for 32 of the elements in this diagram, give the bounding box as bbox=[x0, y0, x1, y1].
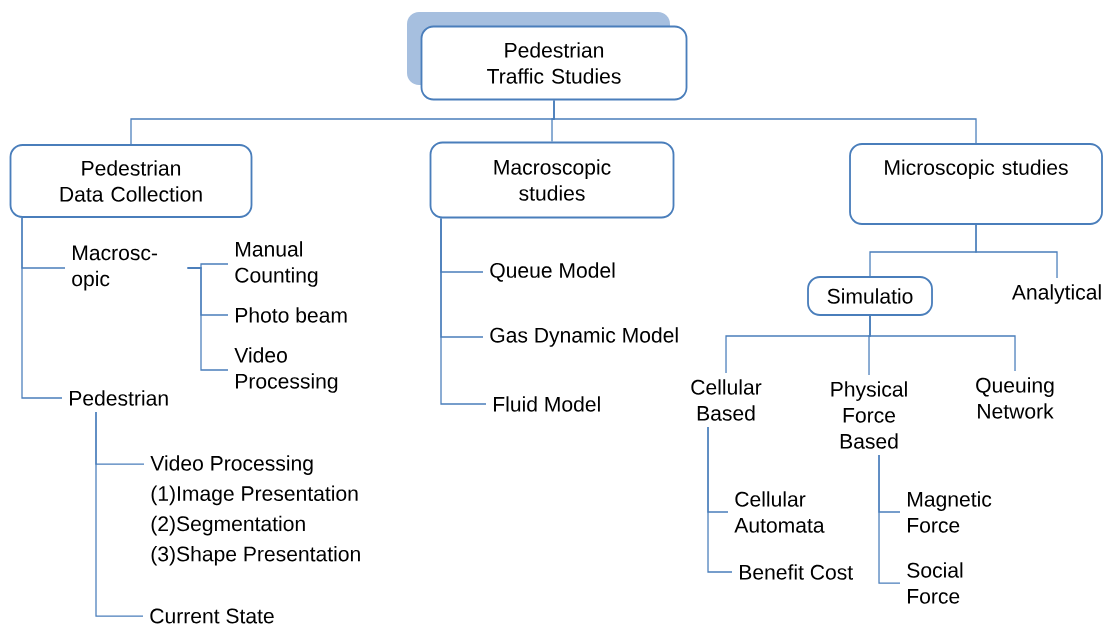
connector-line bbox=[975, 224, 1058, 279]
tree-label: Physical Force Based bbox=[831, 381, 907, 449]
tree-label: Macrosc- opic bbox=[72, 245, 158, 291]
category-box: Microscopic studies bbox=[849, 143, 1103, 225]
connector-line bbox=[553, 99, 977, 144]
tree-label: Fluid Model bbox=[494, 396, 600, 412]
connector-line bbox=[21, 217, 63, 399]
tree-label: Benefit Cost bbox=[740, 564, 853, 580]
tree-label: Pedestrian bbox=[70, 390, 168, 406]
connector-line bbox=[95, 411, 144, 617]
tree-label: Video Processing bbox=[234, 347, 338, 393]
tree-label: Queuing Network bbox=[976, 377, 1054, 419]
tree-label: Gas Dynamic Model bbox=[490, 327, 678, 347]
tree-label: Current State bbox=[150, 608, 274, 624]
category-box: Pedestrian Data Collection bbox=[9, 144, 253, 218]
connector-line bbox=[186, 267, 229, 371]
tree-label: Queue Model bbox=[490, 262, 615, 282]
title-box: Pedestrian Traffic Studies bbox=[407, 12, 688, 101]
tree-label: Cellular Automata bbox=[734, 491, 825, 533]
tree-label: Video Processing (1)Image Presentation (2)Segmentation (3)Shape Presentation bbox=[150, 455, 360, 566]
tree-label: Manual Counting bbox=[235, 241, 318, 287]
tree-label: Social Force bbox=[907, 562, 963, 604]
tree-label: Photo beam bbox=[236, 307, 347, 323]
category-box: Simulatio bbox=[807, 276, 933, 316]
connector-line bbox=[878, 454, 901, 584]
connector-line bbox=[440, 217, 487, 405]
tree-label: Magnetic Force bbox=[908, 491, 992, 533]
connector-line bbox=[707, 426, 733, 573]
tree-label: Cellular Based bbox=[691, 379, 762, 421]
tree-label: Analytical bbox=[1011, 284, 1101, 304]
connector-line bbox=[869, 315, 1016, 372]
category-box: Macroscopic studies bbox=[429, 141, 675, 219]
